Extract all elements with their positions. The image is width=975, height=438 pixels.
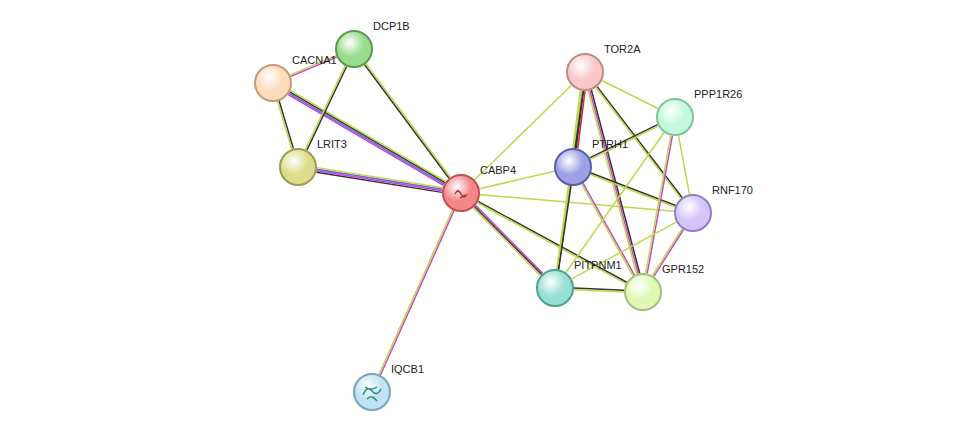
protein-node: DCP1B	[335, 30, 373, 68]
protein-node: TOR2A	[566, 53, 604, 91]
node-label: LRIT3	[317, 138, 347, 151]
interaction-edge	[574, 288, 624, 292]
interaction-edge	[679, 136, 690, 195]
structure-strand	[363, 387, 381, 401]
protein-node: PITPNM1	[536, 269, 574, 307]
evidence-line	[317, 171, 442, 191]
protein-node: RNF170	[674, 194, 712, 232]
structure-icon	[444, 176, 478, 210]
evidence-line	[316, 172, 441, 192]
node-label: PPP1R26	[694, 88, 742, 101]
interaction-edge	[473, 205, 543, 275]
interaction-edge	[278, 101, 294, 149]
evidence-line	[366, 64, 450, 177]
evidence-line	[557, 186, 569, 269]
node-label: DCP1B	[373, 20, 410, 33]
protein-node: PTRH1	[554, 148, 592, 186]
evidence-line	[476, 205, 543, 273]
interaction-edge	[379, 210, 454, 375]
evidence-line	[279, 101, 293, 149]
evidence-line	[480, 195, 674, 212]
evidence-line	[679, 136, 690, 195]
node-label: GPR152	[662, 263, 704, 276]
protein-node: CACNA1	[254, 64, 292, 102]
node-label: CABP4	[480, 164, 516, 177]
protein-node: CABP4	[442, 174, 480, 212]
node-label: PITPNM1	[574, 259, 622, 272]
node-label: TOR2A	[604, 43, 640, 56]
evidence-line	[380, 211, 453, 375]
node-label: IQCB1	[391, 363, 424, 376]
interaction-edge	[557, 186, 571, 270]
evidence-line	[278, 101, 292, 149]
protein-node: GPR152	[624, 273, 662, 311]
interaction-edge	[590, 125, 659, 160]
evidence-line	[572, 222, 677, 279]
protein-node: IQCB1	[353, 373, 391, 411]
evidence-line	[574, 290, 624, 292]
node-label: CACNA1	[292, 54, 337, 67]
structure-icon	[355, 375, 389, 409]
interaction-edge	[480, 195, 674, 212]
interaction-edge	[305, 66, 346, 150]
evidence-line	[590, 125, 658, 158]
interaction-edge	[572, 222, 677, 279]
evidence-line	[305, 66, 345, 150]
evidence-line	[559, 186, 571, 269]
evidence-line	[307, 67, 347, 151]
node-label: RNF170	[712, 184, 753, 197]
protein-node: PPP1R26	[656, 98, 694, 136]
protein-node: LRIT3	[279, 148, 317, 186]
structure-strand	[455, 190, 467, 198]
evidence-line	[474, 207, 541, 275]
evidence-line	[379, 210, 452, 374]
evidence-line	[317, 169, 442, 189]
evidence-line	[317, 168, 442, 188]
node-label: PTRH1	[592, 138, 628, 151]
interaction-edge	[316, 168, 442, 193]
